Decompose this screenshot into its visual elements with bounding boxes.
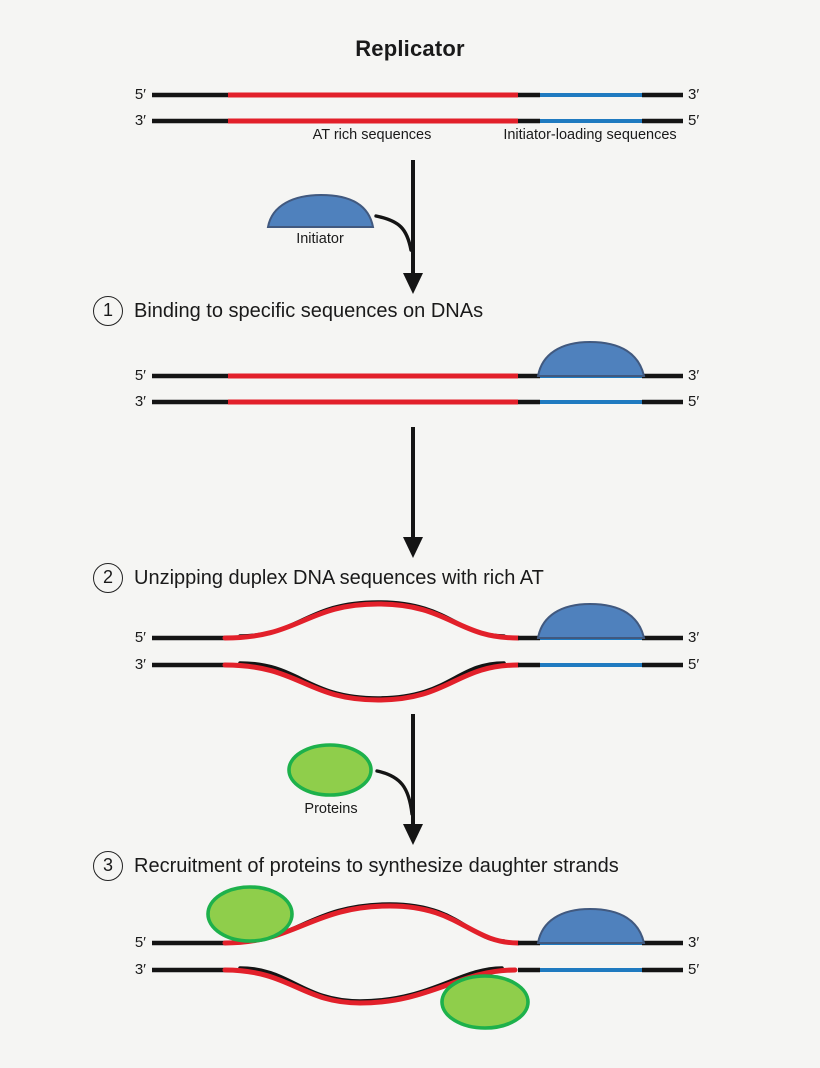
strand-end-label: 3′ bbox=[688, 367, 700, 384]
strand-end-label: 5′ bbox=[134, 934, 146, 951]
proteins-label: Proteins bbox=[304, 801, 358, 817]
unzipped-at-strand-top bbox=[222, 601, 521, 641]
step3-duplex bbox=[152, 885, 683, 1030]
strand-end-label: 3′ bbox=[134, 393, 146, 410]
step-heading: Binding to specific sequences on DNAs bbox=[134, 300, 484, 322]
merge-curve bbox=[374, 214, 413, 252]
strand-end-label: 5′ bbox=[688, 656, 700, 673]
initiator-protein-shape bbox=[537, 908, 645, 944]
strand-end-label: 5′ bbox=[134, 367, 146, 384]
template-fringe bbox=[238, 661, 506, 700]
strand-end-label: 3′ bbox=[134, 656, 146, 673]
protein-ellipse bbox=[287, 743, 373, 797]
strand-end-label: 5′ bbox=[688, 393, 700, 410]
replicator-duplex bbox=[152, 92, 683, 124]
initiator-protein-shape bbox=[537, 341, 645, 377]
merge-curve bbox=[375, 769, 414, 816]
step-number-badge: 2 bbox=[93, 563, 123, 593]
strand-end-label: 3′ bbox=[134, 961, 146, 978]
down-arrow-head-icon bbox=[403, 273, 423, 294]
down-arrow-head-icon bbox=[403, 537, 423, 558]
down-arrow-head-icon bbox=[403, 824, 423, 845]
strand-end-label: 3′ bbox=[688, 629, 700, 646]
strand-end-label: 5′ bbox=[688, 112, 700, 129]
step2-duplex bbox=[152, 600, 683, 703]
initiator-protein-shape bbox=[266, 193, 375, 228]
protein-ellipse bbox=[206, 885, 294, 943]
unzipped-at-strand-bottom bbox=[222, 662, 521, 703]
step1-duplex bbox=[152, 341, 683, 405]
at-rich-sequences-label: AT rich sequences bbox=[312, 127, 432, 143]
initiator-loading-sequences-label: Initiator-loading sequences bbox=[503, 127, 677, 143]
step-number-badge: 3 bbox=[93, 851, 123, 881]
protein-ellipse bbox=[440, 974, 530, 1030]
strand-end-label: 5′ bbox=[134, 86, 146, 103]
initiator-protein-shape bbox=[537, 603, 645, 639]
strand-end-label: 3′ bbox=[134, 112, 146, 129]
initiator-label: Initiator bbox=[296, 231, 344, 247]
step-heading: Recruitment of proteins to synthesize da… bbox=[134, 855, 619, 877]
strand-end-label: 5′ bbox=[134, 629, 146, 646]
arrow-unzipping bbox=[403, 427, 423, 558]
step-number-badge: 1 bbox=[93, 296, 123, 326]
arrow-recruitment bbox=[287, 714, 423, 845]
strand-end-label: 3′ bbox=[688, 86, 700, 103]
step-heading: Unzipping duplex DNA sequences with rich… bbox=[134, 567, 544, 589]
strand-end-label: 3′ bbox=[688, 934, 700, 951]
arrow-initiator-binding bbox=[266, 160, 423, 294]
page-title: Replicator bbox=[355, 36, 465, 61]
strand-end-label: 5′ bbox=[688, 961, 700, 978]
